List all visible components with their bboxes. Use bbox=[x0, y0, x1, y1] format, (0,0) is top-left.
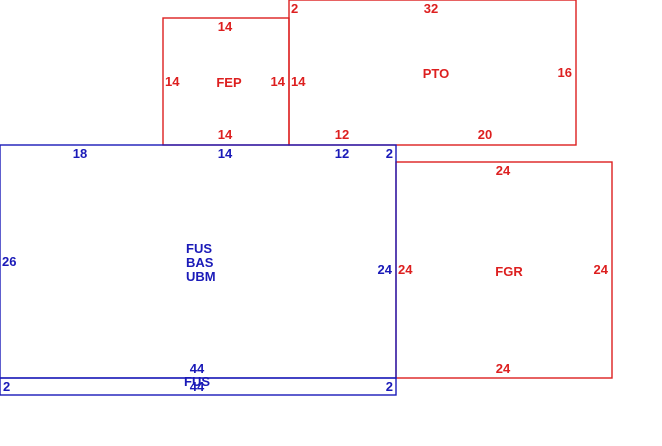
strip-left-dimension: 2 bbox=[3, 379, 10, 394]
fgr-area: 24 24 FGR 24 24 bbox=[395, 161, 613, 379]
strip-right-dimension: 2 bbox=[386, 379, 393, 394]
pto-area-code: PTO bbox=[423, 66, 450, 81]
fep-area: 14 14 FEP 14 14 bbox=[162, 17, 290, 146]
fep-left-dimension: 14 bbox=[165, 74, 180, 89]
strip-top-dimension: 44 bbox=[190, 379, 205, 394]
main-top-mid-dimension: 14 bbox=[218, 146, 233, 161]
main-area-code-2: BAS bbox=[186, 255, 214, 270]
main-left-dimension: 26 bbox=[2, 254, 16, 269]
pto-bottom-left-dimension: 12 bbox=[335, 127, 349, 142]
fgr-top-dimension: 24 bbox=[496, 163, 511, 178]
pto-bottom-dimension: 20 bbox=[478, 127, 492, 142]
main-area-code-1: FUS bbox=[186, 241, 212, 256]
fep-bottom-dimension: 14 bbox=[218, 127, 233, 142]
strip-outline bbox=[0, 377, 397, 396]
fgr-bottom-dimension: 24 bbox=[496, 361, 511, 376]
pto-right-dimension: 16 bbox=[558, 65, 572, 80]
main-area: 18 14 12 2 26 FUS BAS UBM 24 44 bbox=[0, 144, 397, 379]
fgr-area-code: FGR bbox=[495, 264, 523, 279]
fgr-right-dimension: 24 bbox=[594, 262, 609, 277]
main-top-left-dimension: 18 bbox=[73, 146, 87, 161]
strip-area-code: FUS bbox=[184, 374, 210, 389]
fep-area-code: FEP bbox=[216, 75, 242, 90]
fep-right-dimension: 14 bbox=[271, 74, 286, 89]
pto-area: 2 32 14 PTO 16 12 20 bbox=[288, 0, 577, 146]
pto-top-left-dimension: 2 bbox=[291, 1, 298, 16]
main-top-right-dimension: 12 bbox=[335, 146, 349, 161]
fep-top-dimension: 14 bbox=[218, 19, 233, 34]
main-top-corner-dimension: 2 bbox=[386, 146, 393, 161]
pto-left-dimension: 14 bbox=[291, 74, 306, 89]
pto-outline bbox=[288, 0, 577, 146]
main-right-dimension: 24 bbox=[378, 262, 393, 277]
main-bottom-dimension: 44 bbox=[190, 361, 205, 376]
main-area-code-3: UBM bbox=[186, 269, 216, 284]
fgr-left-dimension: 24 bbox=[398, 262, 413, 277]
strip-area: 2 44 FUS 2 bbox=[0, 374, 397, 396]
pto-top-dimension: 32 bbox=[424, 1, 438, 16]
